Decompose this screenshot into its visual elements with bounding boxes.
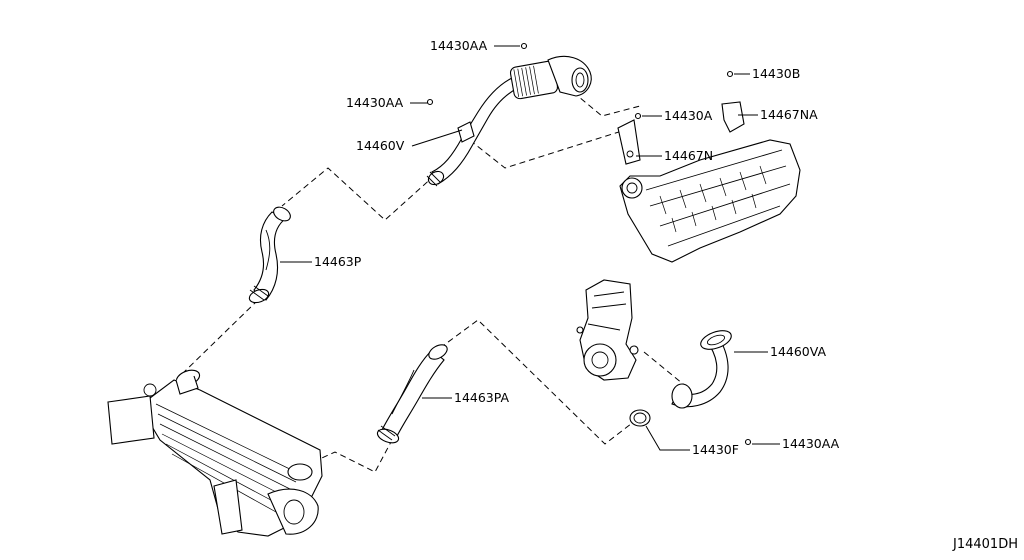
connection-lines	[179, 91, 689, 473]
part-label: 14467NA	[760, 107, 818, 122]
part-label: 14463P	[314, 254, 362, 269]
part-label: 14430AA	[346, 95, 404, 110]
part-label: 14430B	[752, 66, 800, 81]
part-label: 14430AA	[782, 436, 840, 451]
leader-lines	[280, 45, 780, 451]
bolt-icon	[426, 98, 434, 106]
clamp-14430f	[629, 409, 651, 427]
bolt-icon	[726, 70, 734, 78]
part-label: 14467N	[664, 148, 713, 163]
hose-14463p	[248, 206, 291, 304]
bracket-14467n	[617, 119, 641, 165]
part-labels: 14430AA 14430AA 14460V 14430B 14430A 144…	[314, 38, 840, 457]
part-label: 14460VA	[770, 344, 827, 359]
connection-line	[281, 167, 436, 221]
part-label: 14430F	[692, 442, 739, 457]
connection-line	[643, 351, 689, 389]
connection-line	[179, 299, 259, 377]
part-label: 14430A	[664, 108, 713, 123]
hose-14460v	[426, 42, 592, 187]
bracket-14467na	[721, 101, 745, 133]
hose-14463pa	[376, 344, 448, 444]
bolt-icon	[634, 112, 642, 120]
intercooler	[107, 369, 323, 537]
connection-line	[572, 91, 641, 117]
diagram-code: J14401DH	[952, 537, 1018, 552]
part-label: 14460V	[356, 138, 405, 153]
hose-14460va	[629, 330, 752, 446]
part-label: 14463PA	[454, 390, 510, 405]
bolt-icon	[744, 438, 752, 446]
part-label: 14430AA	[430, 38, 488, 53]
throttle-assembly	[576, 279, 639, 381]
connection-line	[439, 319, 637, 445]
bolt-icon	[520, 42, 528, 50]
cylinder-head	[617, 70, 801, 263]
connection-line	[461, 129, 626, 169]
